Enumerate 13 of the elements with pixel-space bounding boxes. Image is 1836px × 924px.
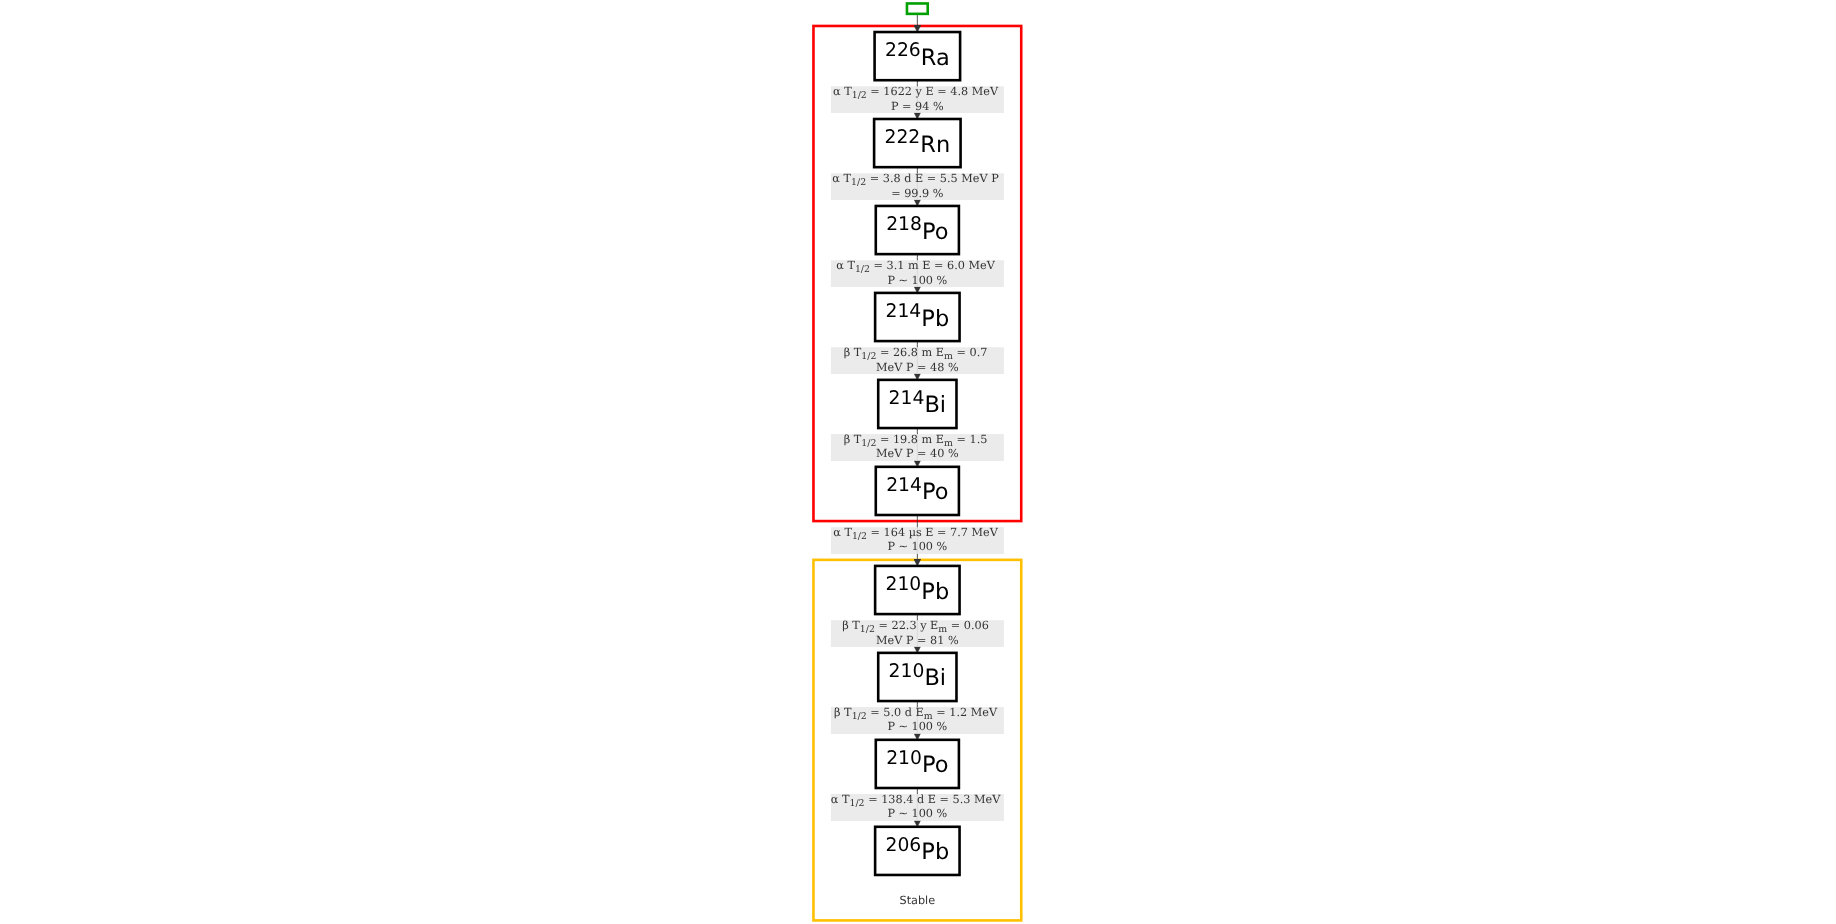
node-box: $^{214}$Bi (877, 378, 959, 430)
node-box: $^{222}$Rn (873, 117, 963, 169)
cluster (812, 24, 1024, 523)
node-box: $^{210}$Bi (877, 651, 959, 703)
cluster (812, 558, 1024, 922)
node-box: $^{206}$Pb (874, 825, 962, 877)
node-box: $^{210}$Pb (874, 564, 962, 616)
node-box: $^{214}$Po (875, 465, 961, 517)
node-box: $^{210}$Po (875, 738, 961, 790)
node-box (906, 2, 930, 16)
node-box: $^{226}$Ra (873, 30, 963, 82)
node-box: $^{214}$Pb (874, 291, 962, 343)
node-box: $^{218}$Po (875, 204, 961, 256)
